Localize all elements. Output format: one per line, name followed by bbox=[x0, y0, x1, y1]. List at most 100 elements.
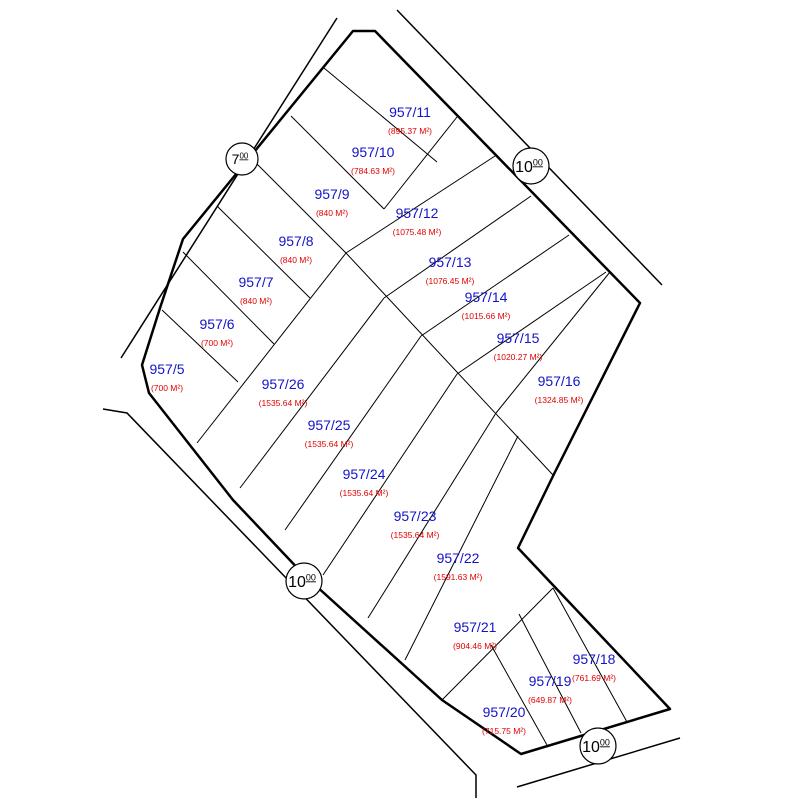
road-width-label: 700 bbox=[232, 151, 249, 167]
parcel-labels: 957/5(700 M²)957/6(700 M²)957/7(840 M²)9… bbox=[149, 104, 616, 736]
parcel-id: 957/23 bbox=[394, 508, 437, 524]
road-width-sup: 00 bbox=[533, 157, 543, 167]
parcel-957-16: 957/16 (1324.85 M²) bbox=[535, 373, 584, 405]
parcel-line bbox=[367, 412, 497, 619]
road-edge-sw bbox=[102, 408, 477, 798]
parcel-line bbox=[196, 252, 347, 444]
parcel-area: (895.37 M²) bbox=[388, 126, 432, 136]
parcel-id: 957/20 bbox=[483, 704, 526, 720]
parcel-id: 957/6 bbox=[199, 316, 234, 332]
parcel-line bbox=[345, 252, 554, 476]
road-width-marker: 1000 bbox=[579, 727, 617, 765]
parcel-area: (840 M²) bbox=[240, 296, 272, 306]
parcel-id: 957/8 bbox=[278, 233, 313, 249]
parcel-area: (700 M²) bbox=[151, 383, 183, 393]
parcel-957-6: 957/6(700 M²) bbox=[199, 316, 234, 348]
parcel-area: (1076.45 M²) bbox=[426, 276, 475, 286]
parcel-957-24: 957/24(1535.64 M²) bbox=[340, 466, 389, 498]
parcel-line bbox=[255, 162, 347, 254]
road-marker-circle bbox=[512, 147, 550, 185]
parcel-line bbox=[161, 309, 239, 383]
parcel-id: 957/15 bbox=[497, 330, 540, 346]
parcel-id: 957/13 bbox=[429, 254, 472, 270]
road-width-main: 7 bbox=[232, 151, 240, 167]
parcel-957-26: 957/26 (1535.64 M²) bbox=[259, 376, 308, 408]
parcel-957-7: 957/7(840 M²) bbox=[238, 274, 273, 306]
parcel-id: 957/14 bbox=[465, 289, 508, 305]
parcel-957-12: 957/12(1075.48 M²) bbox=[393, 205, 442, 237]
parcel-line bbox=[345, 155, 496, 254]
parcel-area: (1324.85 M²) bbox=[535, 395, 584, 405]
parcel-id: 957/18 bbox=[573, 651, 616, 667]
parcel-area: (1020.27 M²) bbox=[494, 352, 543, 362]
parcel-area: (784.63 M²) bbox=[351, 166, 395, 176]
parcel-area: (1535.64 M²) bbox=[305, 439, 354, 449]
parcel-id: 957/21 bbox=[454, 619, 497, 635]
parcel-id: 957/5 bbox=[149, 361, 184, 377]
block-boundary bbox=[140, 29, 672, 756]
parcel-line bbox=[383, 116, 458, 210]
parcel-line bbox=[290, 115, 385, 210]
road-width-main: 10 bbox=[582, 739, 600, 756]
parcel-957-25: 957/25(1535.64 M²) bbox=[305, 417, 354, 449]
parcel-957-18: 957/18 (761.69 M²) bbox=[572, 651, 616, 683]
road-width-sup: 00 bbox=[239, 151, 248, 160]
parcel-area: (715.75 M²) bbox=[482, 726, 526, 736]
parcel-line bbox=[284, 335, 422, 531]
parcel-957-14: 957/14 (1015.66 M²) bbox=[462, 289, 511, 321]
parcel-id: 957/10 bbox=[352, 144, 395, 160]
road-width-main: 10 bbox=[288, 574, 306, 591]
road-width-marker: 1000 bbox=[512, 147, 550, 185]
parcel-area: (1535.64 M²) bbox=[340, 488, 389, 498]
parcel-line bbox=[239, 297, 385, 489]
parcel-957-23: 957/23(1535.64 M²) bbox=[391, 508, 440, 540]
parcel-957-10: 957/10 (784.63 M²) bbox=[351, 144, 395, 176]
road-marker-circle bbox=[579, 727, 617, 765]
parcel-id: 957/16 bbox=[538, 373, 581, 389]
parcel-957-8: 957/8 (840 M²) bbox=[278, 233, 313, 265]
parcel-id: 957/11 bbox=[389, 104, 431, 120]
road-marker-circle bbox=[225, 142, 259, 176]
parcel-957-11: 957/11 (895.37 M²) bbox=[388, 104, 432, 136]
parcel-area: (1591.63 M²) bbox=[434, 572, 483, 582]
road-width-sup: 00 bbox=[306, 572, 316, 582]
parcel-line bbox=[420, 234, 570, 337]
road-edge-nw bbox=[120, 17, 338, 359]
parcel-line bbox=[323, 67, 438, 163]
road-width-main: 10 bbox=[515, 159, 533, 176]
parcel-line bbox=[490, 644, 548, 746]
parcel-957-9: 957/9 (840 M²) bbox=[314, 186, 349, 218]
parcel-957-5: 957/5 (700 M²) bbox=[149, 361, 184, 393]
road-width-marker: 1000 bbox=[285, 562, 323, 600]
parcel-line bbox=[404, 435, 519, 661]
parcel-id: 957/9 bbox=[314, 186, 349, 202]
road-width-marker: 700 bbox=[225, 142, 259, 176]
parcel-area: (1015.66 M²) bbox=[462, 311, 511, 321]
parcel-area: (1075.48 M²) bbox=[393, 227, 442, 237]
parcel-957-19: 957/19(649.87 M²) bbox=[528, 673, 572, 705]
parcel-line bbox=[216, 205, 311, 299]
parcel-957-21: 957/21 (904.46 M²) bbox=[453, 619, 497, 651]
parcel-line bbox=[518, 613, 582, 734]
parcel-area: (1535.64 M²) bbox=[259, 398, 308, 408]
parcel-line bbox=[552, 587, 628, 723]
parcel-957-15: 957/15 (1020.27 M²) bbox=[494, 330, 543, 362]
parcel-id: 957/19 bbox=[529, 673, 572, 689]
parcel-area: (840 M²) bbox=[316, 208, 348, 218]
parcel-line bbox=[441, 587, 554, 701]
parcel-area: (904.46 M²) bbox=[453, 641, 497, 651]
parcel-id: 957/26 bbox=[262, 376, 305, 392]
parcel-lines bbox=[161, 67, 628, 746]
parcel-line bbox=[322, 373, 458, 576]
parcel-area: (840 M²) bbox=[280, 255, 312, 265]
road-width-label: 1000 bbox=[515, 157, 543, 175]
parcel-area: (761.69 M²) bbox=[572, 673, 616, 683]
parcel-line bbox=[456, 271, 607, 375]
road-width-label: 1000 bbox=[582, 737, 610, 755]
road-marker-circle bbox=[285, 562, 323, 600]
parcel-line bbox=[495, 271, 611, 414]
parcel-line bbox=[383, 195, 532, 299]
parcel-957-20: 957/20 (715.75 M²) bbox=[482, 704, 526, 736]
